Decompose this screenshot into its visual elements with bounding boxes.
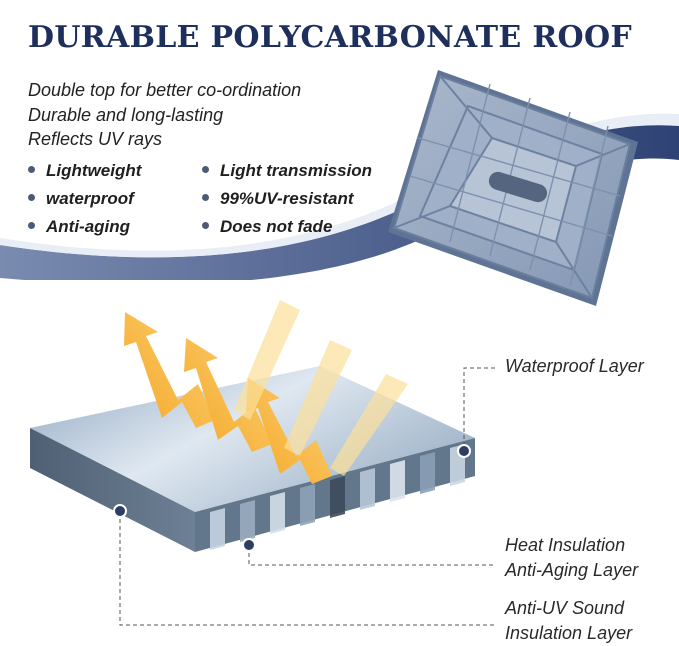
bullet-dot-icon (202, 166, 209, 174)
label-line: Anti-Aging Layer (505, 560, 639, 580)
intro-line: Reflects UV rays (28, 129, 163, 149)
feature-item: waterproof (28, 189, 134, 209)
feature-item: 99%UV-resistant (202, 189, 354, 209)
bullet-dot-icon (28, 194, 35, 202)
heat-insulation-label: Heat Insulation Anti-Aging Layer (505, 533, 638, 583)
honeycomb-cells (212, 446, 226, 486)
bullet-dot-icon (28, 222, 35, 230)
feature-item: Lightweight (28, 161, 141, 181)
feature-label: 99%UV-resistant (220, 189, 354, 208)
layered-sheet-illustration (30, 300, 495, 626)
bullet-dot-icon (28, 166, 35, 174)
intro-line: Double top for better co-ordination (28, 80, 302, 100)
feature-label: Anti-aging (46, 217, 131, 236)
page-title: DURABLE POLYCARBONATE ROOF (28, 20, 633, 55)
label-line: Insulation Layer (505, 623, 633, 643)
bullet-dot-icon (202, 222, 209, 230)
intro-line: Durable and long-lasting (28, 104, 224, 125)
feature-label: Lightweight (46, 161, 142, 180)
intro-list: Double top for better co-ordination Dura… (28, 78, 301, 152)
feature-item: Does not fade (202, 217, 332, 237)
feature-label: Light transmission (220, 161, 373, 180)
sun-ray-arrow-icon (124, 300, 408, 484)
feature-item: Anti-aging (28, 217, 130, 237)
layer-marker-dot (113, 444, 471, 552)
label-line: Anti-UV Sound (505, 598, 625, 618)
feature-item: Light transmission (202, 161, 372, 181)
feature-label: waterproof (46, 189, 134, 208)
waterproof-layer-label: Waterproof Layer (505, 356, 644, 376)
feature-label: Does not fade (220, 217, 333, 236)
label-line: Heat Insulation (505, 535, 626, 555)
roof-panel-illustration (388, 70, 638, 306)
anti-uv-layer-label: Anti-UV Sound Insulation Layer (505, 596, 632, 646)
bullet-dot-icon (202, 194, 209, 202)
